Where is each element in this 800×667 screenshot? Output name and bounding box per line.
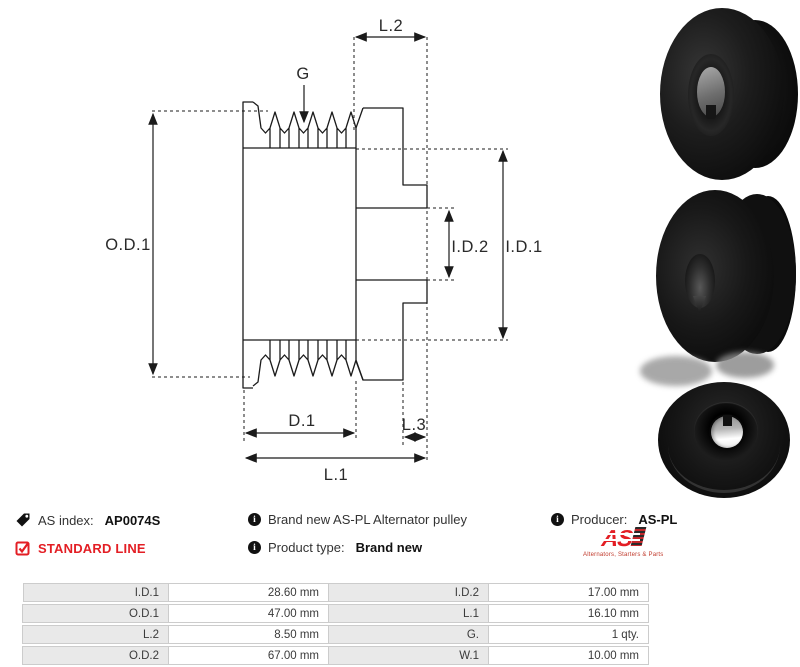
pulley-hub bbox=[355, 107, 428, 381]
as-pl-logo-mark: AS bbox=[599, 525, 647, 551]
spec-label: L.2 bbox=[22, 625, 169, 644]
description-row: i Brand new AS-PL Alternator pulley bbox=[248, 512, 467, 527]
producer-label: Producer: bbox=[571, 512, 628, 527]
spec-label: I.D.1 bbox=[23, 583, 169, 602]
pulley3-reflection-right bbox=[716, 352, 774, 378]
tag-icon bbox=[16, 513, 30, 527]
spec-label: G. bbox=[328, 625, 489, 644]
spec-label: W.1 bbox=[328, 646, 489, 665]
info-icon: i bbox=[248, 541, 261, 554]
pulley2-front-disc bbox=[656, 190, 774, 362]
as-index-row: AS index: AP0074S bbox=[15, 512, 160, 528]
extension-lines bbox=[152, 37, 508, 462]
spec-label: L.1 bbox=[328, 604, 489, 623]
spec-value: 67.00 mm bbox=[168, 646, 329, 665]
standard-line-row: STANDARD LINE bbox=[15, 540, 146, 556]
as-pl-logo-text: AS bbox=[600, 525, 633, 551]
spec-value: 10.00 mm bbox=[488, 646, 649, 665]
dim-label-d1: D.1 bbox=[288, 412, 315, 430]
dim-label-l3: L.3 bbox=[402, 416, 426, 434]
pulley3-reflection-left bbox=[640, 356, 712, 386]
dim-label-od1: O.D.1 bbox=[105, 236, 151, 254]
pulley3-keyway bbox=[723, 415, 732, 426]
spec-value: 47.00 mm bbox=[168, 604, 329, 623]
technical-drawing: O.D.1 G L.2 I.D.2 I.D.1 D.1 L.3 L.1 bbox=[105, 17, 542, 484]
pulley1-keyway bbox=[706, 105, 716, 119]
pulley3-groove-edge bbox=[668, 398, 780, 493]
pulley-grooves-top bbox=[252, 101, 364, 148]
as-index-value: AP0074S bbox=[104, 512, 161, 528]
pulley-grooves-bottom bbox=[252, 340, 364, 387]
spec-value: 1 qty. bbox=[488, 625, 649, 644]
producer-value: AS-PL bbox=[638, 512, 678, 527]
as-pl-logo-tagline: Alternators, Starters & Parts bbox=[583, 552, 664, 558]
dim-label-l2: L.2 bbox=[379, 17, 403, 35]
product-type-row: i Product type: Brand new bbox=[248, 540, 422, 555]
spec-value: 28.60 mm bbox=[168, 583, 329, 602]
spec-label: I.D.2 bbox=[328, 583, 489, 602]
dim-label-l1: L.1 bbox=[324, 466, 348, 484]
dim-label-id2: I.D.2 bbox=[451, 238, 488, 256]
product-description: Brand new AS-PL Alternator pulley bbox=[268, 512, 467, 527]
product-type-value: Brand new bbox=[355, 540, 423, 555]
producer-row: i Producer: AS-PL bbox=[551, 512, 677, 527]
spec-label: O.D.1 bbox=[22, 604, 169, 623]
dim-label-g: G bbox=[296, 65, 309, 83]
spec-label: O.D.2 bbox=[22, 646, 169, 665]
spec-value: 8.50 mm bbox=[168, 625, 329, 644]
spec-table: I.D.1 28.60 mm I.D.2 17.00 mm O.D.1 47.0… bbox=[22, 583, 649, 665]
checkbox-icon bbox=[15, 541, 30, 556]
logo-stripe bbox=[599, 533, 640, 535]
dim-label-id1: I.D.1 bbox=[505, 238, 542, 256]
spec-value: 16.10 mm bbox=[488, 604, 649, 623]
info-icon: i bbox=[551, 513, 564, 526]
logo-stripe bbox=[599, 539, 640, 541]
spec-value: 17.00 mm bbox=[488, 583, 649, 602]
product-type-label: Product type: bbox=[268, 540, 345, 555]
standard-line-label: STANDARD LINE bbox=[38, 540, 146, 556]
info-icon: i bbox=[248, 513, 261, 526]
as-pl-logo-bar bbox=[631, 527, 647, 546]
as-index-label: AS index: bbox=[38, 512, 94, 528]
as-pl-logo: AS Alternators, Starters & Parts bbox=[583, 525, 664, 558]
